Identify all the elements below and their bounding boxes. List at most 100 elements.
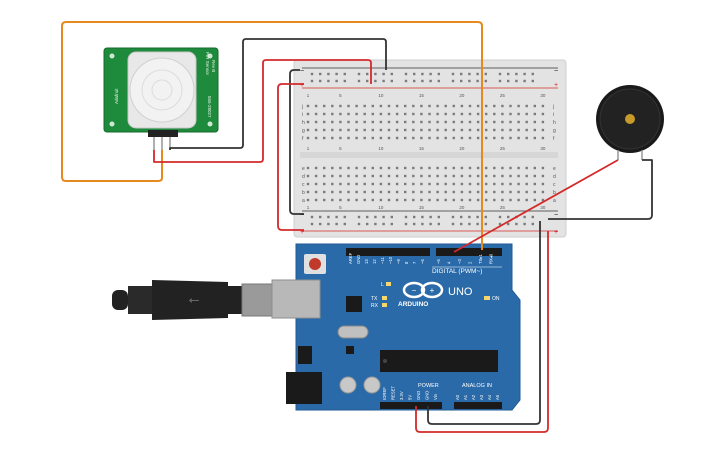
rail-hole — [498, 72, 502, 76]
terminal-hole — [306, 120, 310, 124]
power-pin-label: Vin — [433, 393, 438, 400]
terminal-hole — [533, 136, 536, 140]
terminal-hole — [339, 112, 342, 116]
led-l — [386, 282, 391, 286]
terminal-hole — [493, 174, 496, 178]
terminal-hole — [306, 182, 310, 186]
terminal-hole — [452, 136, 455, 140]
terminal-hole — [339, 198, 342, 202]
rail-hole — [484, 72, 487, 76]
terminal-hole — [493, 112, 496, 116]
terminal-hole — [525, 120, 528, 124]
terminal-hole — [436, 166, 439, 170]
led-rx-label: RX — [371, 303, 379, 309]
terminal-hole — [420, 174, 423, 178]
power-pin-label: IOREF — [382, 387, 387, 400]
terminal-hole — [306, 136, 310, 140]
terminal-hole — [525, 174, 528, 178]
rail-hole — [390, 79, 393, 83]
terminal-hole — [452, 120, 455, 124]
capacitor — [363, 376, 381, 394]
rail-hole — [335, 215, 338, 219]
usb-b-port — [271, 279, 321, 319]
terminal-hole — [533, 128, 536, 132]
terminal-hole — [363, 120, 366, 124]
terminal-hole — [323, 190, 326, 194]
rail-hole — [498, 215, 502, 219]
terminal-hole — [476, 190, 480, 194]
terminal-hole — [412, 128, 415, 132]
terminal-hole — [355, 166, 358, 170]
terminal-hole — [323, 174, 326, 178]
terminal-hole — [404, 104, 407, 108]
terminal-hole — [517, 120, 520, 124]
terminal-hole — [347, 104, 350, 108]
terminal-hole — [395, 182, 399, 186]
rail-hole — [327, 79, 330, 83]
usb-plug-metal — [241, 283, 273, 317]
rail-hole — [468, 72, 471, 76]
rail-hole — [498, 79, 502, 83]
terminal-hole — [420, 182, 423, 186]
rail-hole — [366, 79, 369, 83]
bottom-rail-holes — [310, 215, 534, 226]
rail-hole — [507, 79, 510, 83]
rail-hole — [476, 215, 479, 219]
terminal-hole — [476, 182, 480, 186]
terminal-hole — [485, 198, 488, 202]
top-rail-holes — [310, 72, 534, 83]
rail-hole — [327, 72, 330, 76]
usb-cable-end — [112, 290, 128, 310]
rail-hole — [335, 79, 338, 83]
terminal-hole — [387, 174, 391, 178]
terminal-hole — [468, 182, 472, 186]
rail-hole — [310, 215, 314, 219]
terminal-hole — [476, 174, 480, 178]
rail-hole — [476, 222, 479, 226]
rail-hole — [382, 72, 385, 76]
rail-hole — [404, 79, 408, 83]
terminal-hole — [476, 128, 480, 132]
usb-cable-strain-relief — [128, 286, 152, 314]
rail-hole — [421, 215, 424, 219]
terminal-hole — [501, 174, 504, 178]
terminal-hole — [517, 112, 520, 116]
rail-hole — [515, 72, 518, 76]
column-number: 5 — [339, 93, 342, 98]
terminal-hole — [452, 128, 455, 132]
rail-hole — [310, 72, 314, 76]
terminal-hole — [541, 182, 545, 186]
terminal-hole — [533, 166, 536, 170]
terminal-hole — [533, 190, 536, 194]
row-letter: a — [553, 198, 556, 204]
rail-hole — [531, 215, 534, 219]
column-number: 10 — [378, 205, 384, 210]
rail-hole — [343, 222, 346, 226]
column-number: 5 — [339, 146, 342, 151]
terminal-hole — [412, 136, 415, 140]
analog-pin-label: A3 — [479, 394, 484, 400]
row-letter: b — [553, 190, 556, 196]
rail-hole — [451, 79, 455, 83]
row-letter: f — [553, 136, 555, 142]
terminal-hole — [541, 198, 545, 202]
terminal-hole — [452, 182, 455, 186]
terminal-hole — [420, 166, 423, 170]
piezo-buzzer — [596, 85, 664, 160]
terminal-hole — [485, 166, 488, 170]
digital-pin-label: ~6 — [420, 259, 425, 264]
pir-fresnel-lens — [129, 57, 195, 123]
terminal-hole — [501, 166, 504, 170]
terminal-hole — [428, 136, 431, 140]
terminal-hole — [420, 198, 423, 202]
terminal-hole — [339, 190, 342, 194]
rail-plus-label-bl: + — [300, 229, 304, 236]
terminal-hole — [541, 166, 545, 170]
terminal-hole — [509, 136, 512, 140]
terminal-hole — [517, 128, 520, 132]
rail-hole — [357, 215, 361, 219]
pir-mount-hole — [109, 121, 115, 127]
terminal-hole — [347, 166, 350, 170]
terminal-hole — [501, 104, 504, 108]
